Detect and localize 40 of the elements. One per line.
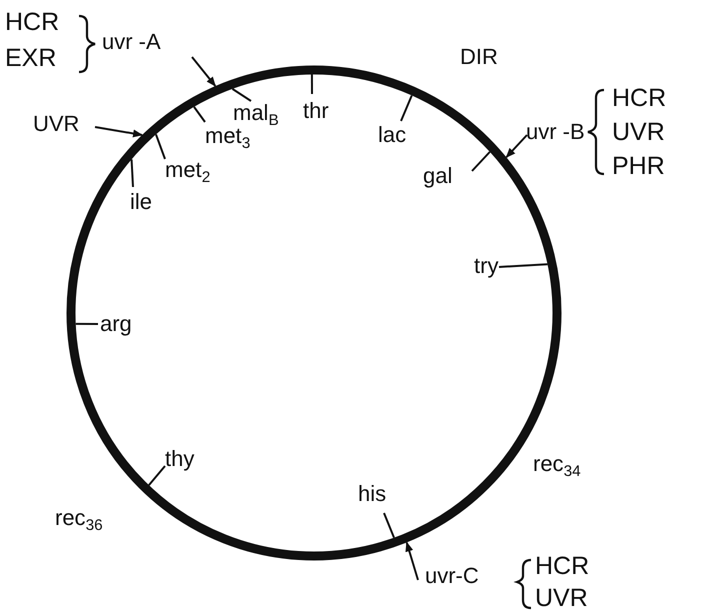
gene-label: gal (423, 164, 452, 188)
bracketed-label: EXR (5, 44, 56, 72)
gene-label: uvr -A (102, 30, 161, 54)
leader-line (498, 263, 548, 268)
map-label: DIR (460, 45, 498, 69)
leader-line (310, 74, 313, 94)
leader-line (130, 159, 134, 188)
bracketed-label: UVR (535, 584, 588, 611)
bracketed-label: PHR (612, 152, 665, 180)
leader-line (193, 106, 206, 123)
gene-label: ile (130, 190, 152, 214)
gene-label: try (474, 254, 498, 278)
leader-line (155, 134, 166, 160)
leader-line (148, 465, 166, 486)
leader-line (76, 322, 98, 325)
leader-line (400, 95, 413, 122)
gene-label: arg (100, 312, 132, 336)
gene-label: thr (303, 99, 329, 123)
arrow (405, 542, 419, 580)
leader-line (232, 88, 252, 102)
gene-label: uvr-C (425, 564, 479, 588)
gene-label: uvr -B (526, 120, 585, 144)
bracketed-label: HCR (535, 552, 590, 580)
gene-label: thy (165, 447, 194, 471)
arrow (506, 134, 528, 158)
map-label: rec$_{34}$ (533, 452, 581, 476)
gene-label: met$_{3}$ (205, 124, 250, 148)
leader-line (471, 151, 491, 172)
bracketed-label: UVR (612, 118, 665, 146)
map-label: rec$_{36}$ (55, 506, 103, 530)
leader-line (383, 512, 395, 538)
bracketed-label: HCR (5, 8, 60, 36)
gene-label: met$_{2}$ (165, 158, 210, 182)
bracketed-label: HCR (612, 84, 666, 112)
arrow (191, 56, 216, 87)
arrow (94, 126, 144, 138)
gene-label: lac (378, 123, 406, 147)
gene-label: mal$_{B}$ (233, 101, 279, 125)
gene-label: UVR (33, 112, 80, 136)
gene-label: his (358, 482, 386, 506)
